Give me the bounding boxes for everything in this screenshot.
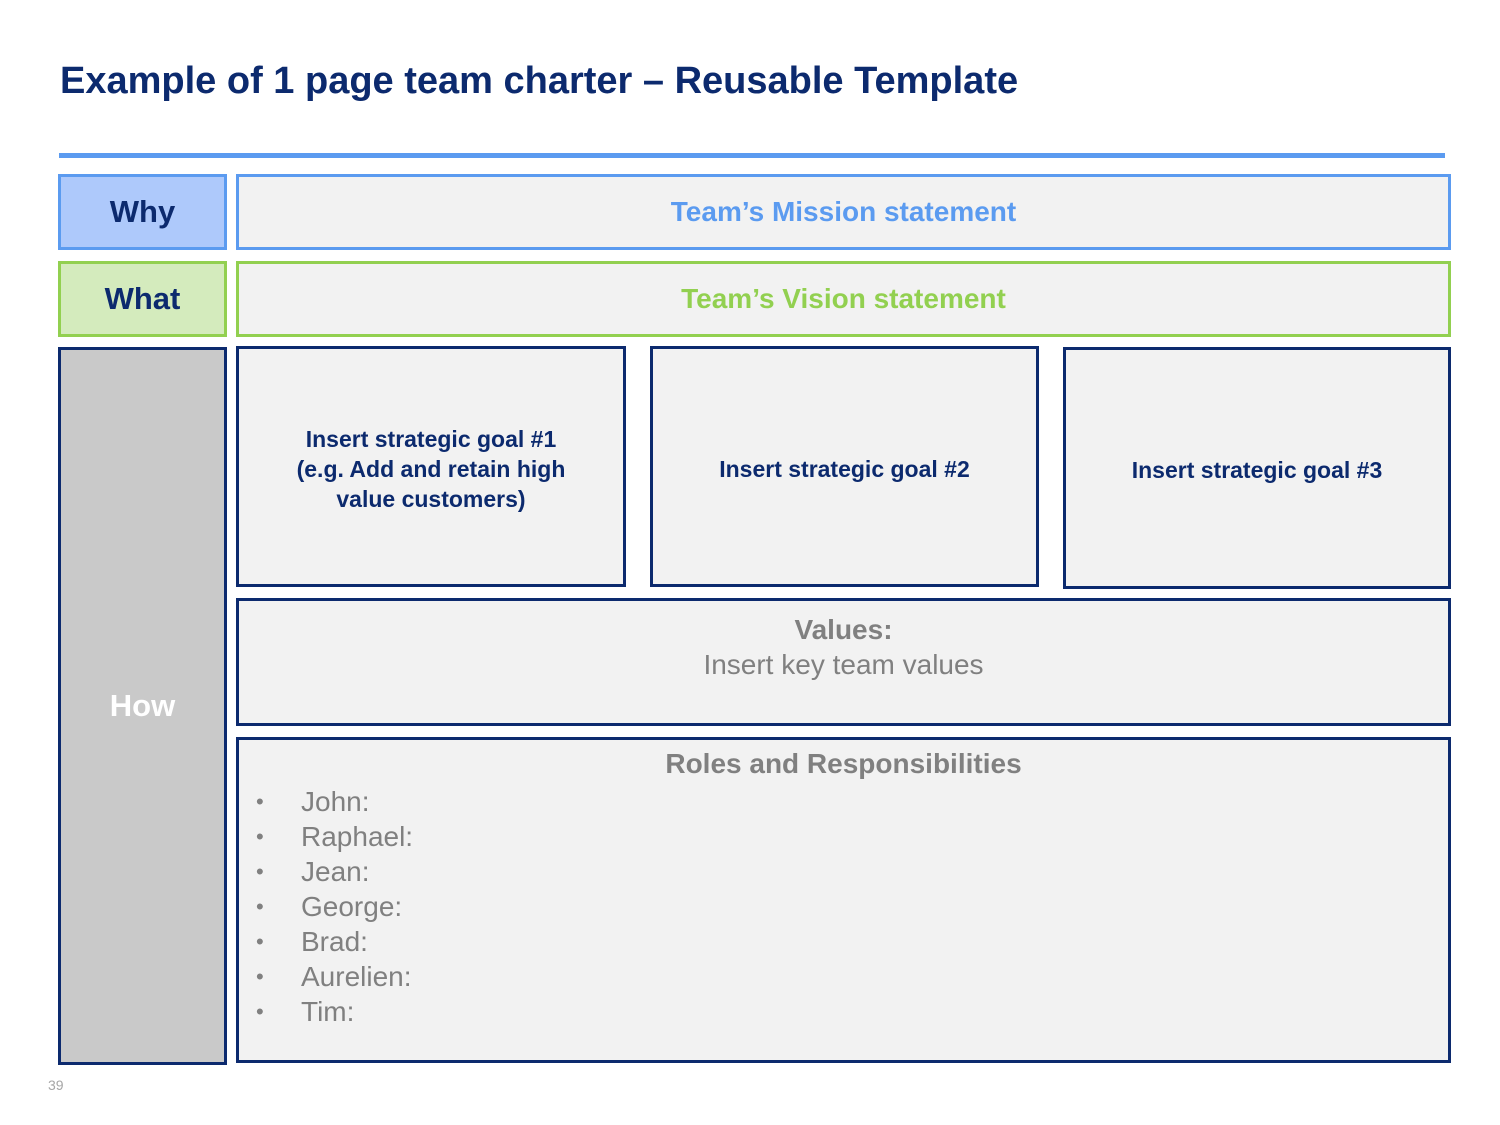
roles-title: Roles and Responsibilities — [665, 748, 1022, 779]
role-name: George: — [301, 891, 403, 922]
strategic-goal-1-line-3: value customers) — [336, 486, 526, 512]
bullet-icon: • — [256, 964, 264, 989]
mission-statement-box[interactable]: Team’s Mission statement — [236, 174, 1451, 250]
strategic-goal-2-text: Insert strategic goal #2 — [719, 456, 970, 482]
values-body: Insert key team values — [703, 649, 984, 680]
values-title: Values: — [794, 614, 893, 645]
role-name: Tim: — [301, 996, 355, 1027]
role-name: Jean: — [301, 856, 370, 887]
strategic-goal-1-line-2: (e.g. Add and retain high — [296, 456, 566, 482]
title-divider — [59, 153, 1445, 158]
bullet-icon: • — [256, 894, 264, 919]
how-label: How — [58, 347, 227, 1065]
strategic-goal-3-box[interactable]: Insert strategic goal #3 — [1063, 347, 1451, 589]
bullet-icon: • — [256, 859, 264, 884]
values-box[interactable]: Values: Insert key team values — [236, 598, 1451, 726]
page-title: Example of 1 page team charter – Reusabl… — [60, 60, 1019, 102]
strategic-goal-2-box[interactable]: Insert strategic goal #2 — [650, 346, 1039, 587]
strategic-goal-1-box[interactable]: Insert strategic goal #1 (e.g. Add and r… — [236, 346, 626, 587]
why-label: Why — [58, 174, 227, 250]
bullet-icon: • — [256, 999, 264, 1024]
bullet-icon: • — [256, 824, 264, 849]
strategic-goal-3-text: Insert strategic goal #3 — [1131, 457, 1383, 483]
what-label: What — [58, 261, 227, 337]
role-name: Raphael: — [301, 821, 414, 852]
roles-box[interactable]: Roles and Responsibilities • John: • Rapha… — [236, 737, 1451, 1063]
strategic-goal-1-line-1: Insert strategic goal #1 — [305, 426, 557, 452]
role-name: Aurelien: — [301, 961, 412, 992]
vision-statement-box[interactable]: Team’s Vision statement — [236, 261, 1451, 337]
role-name: Brad: — [301, 926, 368, 957]
mission-statement-text: Team’s Mission statement — [670, 196, 1017, 227]
vision-statement-text: Team’s Vision statement — [681, 283, 1006, 314]
bullet-icon: • — [256, 789, 264, 814]
page-number: 39 — [48, 1077, 64, 1093]
role-name: John: — [301, 786, 370, 817]
bullet-icon: • — [256, 929, 264, 954]
